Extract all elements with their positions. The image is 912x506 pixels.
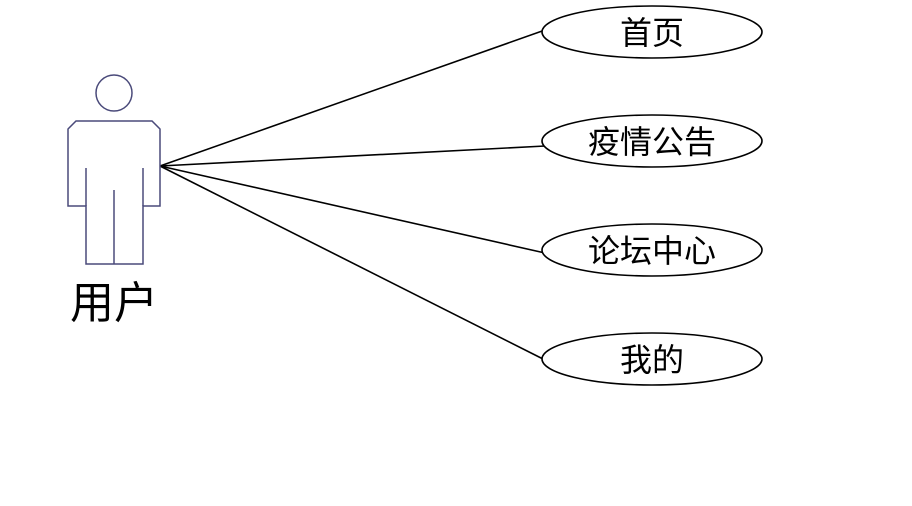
use-case-announcement: 疫情公告	[541, 114, 763, 168]
use-case-label: 首页	[620, 14, 684, 52]
use-case-ellipse	[541, 223, 763, 277]
use-case-ellipse	[541, 332, 763, 386]
association-line-mine	[159, 165, 546, 361]
use-case-label: 我的	[620, 341, 684, 379]
use-case-ellipse	[541, 114, 763, 168]
actor: 用户	[67, 74, 161, 329]
use-case-label: 疫情公告	[588, 123, 716, 161]
person-icon	[67, 74, 161, 265]
use-case-label: 论坛中心	[588, 232, 716, 270]
association-line-forum	[159, 165, 546, 254]
actor-label: 用户	[70, 278, 158, 329]
use-case-home: 首页	[541, 5, 763, 59]
use-case-ellipse	[541, 5, 763, 59]
association-lines	[159, 29, 546, 361]
association-line-home	[159, 29, 546, 167]
use-case-forum: 论坛中心	[541, 223, 763, 277]
association-line-announcement	[159, 145, 546, 167]
use-case-mine: 我的	[541, 332, 763, 386]
